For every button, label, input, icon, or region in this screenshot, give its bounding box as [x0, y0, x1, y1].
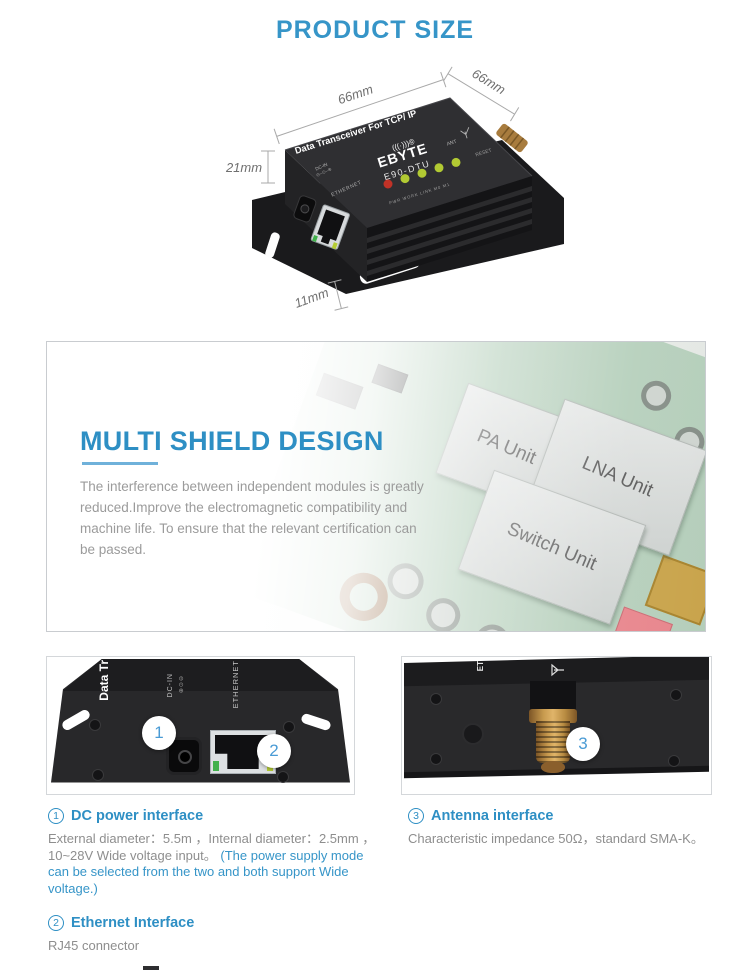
rj45-opening — [317, 209, 345, 241]
sma-connector — [536, 721, 570, 763]
screw-icon — [89, 719, 101, 731]
device-name-label: Data Tr — [97, 660, 111, 701]
sma-thread-lines — [500, 126, 524, 150]
led-link — [417, 168, 427, 178]
sma-connector — [496, 123, 528, 153]
shield-section-title: MULTI SHIELD DESIGN — [80, 426, 384, 456]
note-body-blue: (The power supply mode can be selected f… — [48, 847, 364, 896]
sma-nut — [529, 709, 577, 723]
dc-in-marking: DC-IN ⊖–⊙–⊕ — [315, 162, 333, 178]
dc-polarity-icon: ⊖–⊙–⊕ — [315, 166, 332, 177]
rj45-port — [310, 204, 350, 250]
callout-1: 1 — [142, 716, 176, 750]
note-title-text: Ethernet Interface — [71, 915, 195, 931]
dimension-label: 66mm — [336, 81, 375, 107]
screw-icon — [668, 755, 680, 767]
screw-icon — [283, 721, 295, 733]
interface-notes-right: 3 Antenna interface Characteristic imped… — [408, 808, 730, 848]
dc-polarity-icon: ⊕⊙⊖ — [179, 675, 185, 694]
reset-label: RESET — [475, 148, 493, 159]
top-edge-highlight — [284, 97, 533, 177]
note-body-antenna: Characteristic impedance 50Ω，standard SM… — [408, 831, 730, 848]
dimension-line — [276, 79, 444, 137]
dc-in-label: DC-IN — [315, 162, 329, 172]
device-top-face — [285, 98, 532, 228]
note-title-text: Antenna interface — [431, 808, 554, 824]
front-interface-figure: Data Tr DC-IN ⊕⊙⊖ ETHERNET 1 2 — [46, 656, 355, 795]
circled-number-1: 1 — [48, 808, 64, 824]
dc-jack — [293, 195, 317, 223]
multi-shield-section: PA Unit LNA Unit Switch Unit MULTI SHIEL… — [46, 341, 706, 632]
heatsink-ridges — [367, 186, 532, 276]
led-pwr — [383, 179, 393, 189]
dimension-tick — [510, 107, 520, 122]
note-title-text: DC power interface — [71, 808, 204, 824]
dimension-tick — [327, 279, 342, 284]
dimension-base-height — [327, 279, 349, 311]
antenna-icon — [550, 662, 568, 683]
ethernet-label: ETHERNET — [231, 660, 240, 709]
circled-number-2: 2 — [48, 915, 64, 931]
flange-slot — [265, 232, 280, 258]
screw-icon — [670, 689, 682, 701]
screw-icon — [430, 753, 442, 765]
dimension-tick — [440, 71, 447, 88]
sma-tip — [541, 761, 565, 773]
next-section-edge — [143, 966, 159, 970]
ethernet-edge-label: ET — [476, 661, 485, 672]
note-body-gray: External diameter：5.5m ，Internal diamete… — [48, 831, 376, 863]
back-interface-figure: ET 3 — [401, 656, 712, 795]
screw-icon — [277, 771, 289, 783]
antenna-icon — [460, 127, 470, 139]
ant-marking: ANT — [446, 127, 470, 148]
screw-icon — [430, 693, 442, 705]
ridge-line — [367, 186, 532, 243]
screw-icon — [92, 769, 104, 781]
rj45-led-green — [312, 235, 318, 243]
round-button — [462, 723, 484, 745]
led-m1 — [451, 157, 461, 167]
sma-body — [496, 123, 528, 153]
shield-section-body: The interference between independent mod… — [80, 479, 424, 557]
white-fade-overlay — [47, 342, 705, 631]
ridge-line — [367, 208, 532, 265]
dimension-tick — [334, 306, 349, 311]
dc-in-label: DC-IN — [167, 673, 174, 698]
note-body-gray: RJ45 connector — [48, 938, 140, 953]
product-size-figure: Data Transceiver For TCP/ IP (((·)))® EB… — [225, 66, 564, 311]
circled-number-3: 3 — [408, 808, 424, 824]
note-body-ethernet: RJ45 connector — [48, 938, 382, 955]
dimension-line — [447, 73, 515, 115]
page-title: PRODUCT SIZE — [275, 16, 475, 44]
ant-label: ANT — [446, 139, 457, 148]
led-work — [400, 174, 410, 184]
rj45-led-yellow — [331, 242, 338, 250]
dc-jack-hole — [178, 750, 192, 764]
note-title-ethernet: 2 Ethernet Interface — [48, 915, 382, 931]
rj45-led-green — [213, 761, 219, 771]
callout-2: 2 — [257, 734, 291, 768]
dc-jack-hole — [300, 204, 310, 214]
interface-notes-left: 1 DC power interface External diameter：5… — [48, 808, 382, 955]
device-front-topface — [62, 659, 339, 691]
dimension-label: 66mm — [469, 66, 508, 98]
dimension-label: 21mm — [225, 160, 262, 175]
title-underline — [82, 462, 158, 465]
ridge-line — [367, 197, 532, 254]
callout-3: 3 — [566, 727, 600, 761]
dimension-tick — [443, 66, 453, 81]
led-m0 — [434, 163, 444, 173]
ridge-line — [367, 219, 532, 276]
note-body-dc-power: External diameter：5.5m ，Internal diamete… — [48, 831, 382, 897]
sma-mount — [530, 681, 576, 713]
dimension-left-height: 21mm — [225, 150, 275, 184]
dimension-label: 11mm — [292, 285, 330, 311]
dimension-tick — [273, 128, 280, 145]
note-title-dc-power: 1 DC power interface — [48, 808, 382, 824]
dimension-line — [334, 281, 342, 309]
rj45-tab — [320, 234, 332, 245]
note-title-antenna: 3 Antenna interface — [408, 808, 730, 824]
note-body-gray: Characteristic impedance 50Ω，standard SM… — [408, 831, 704, 846]
